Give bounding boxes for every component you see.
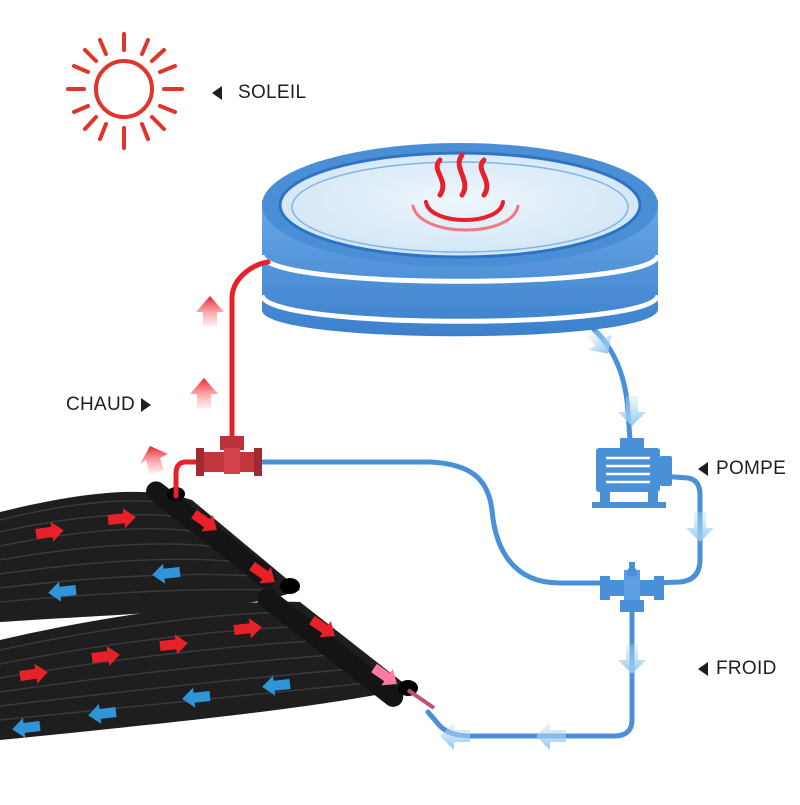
steam-icon bbox=[411, 152, 520, 232]
sun-icon bbox=[66, 32, 184, 150]
pointer-right-icon bbox=[141, 398, 152, 412]
solar-panel-upper bbox=[0, 481, 300, 622]
pump-icon bbox=[592, 438, 672, 508]
tee-valve-icon bbox=[196, 436, 262, 476]
hot-water-pipe bbox=[173, 259, 271, 499]
mixing-valve-icon bbox=[600, 562, 664, 612]
hot-label: CHAUD bbox=[66, 394, 152, 416]
cold-label-text: FROID bbox=[716, 658, 777, 679]
pump-label-text: POMPE bbox=[716, 458, 787, 479]
heat-rise-arrows bbox=[140, 296, 224, 474]
pointer-left-icon bbox=[212, 86, 222, 100]
flow-arrow-icon bbox=[440, 328, 714, 750]
sun-label: SOLEIL bbox=[212, 82, 306, 104]
cold-label: FROID bbox=[698, 658, 777, 680]
pump-label: POMPE bbox=[698, 458, 786, 480]
hot-label-text: CHAUD bbox=[66, 394, 136, 415]
sun-label-text: SOLEIL bbox=[238, 82, 307, 103]
pointer-left-icon bbox=[698, 462, 708, 476]
pool bbox=[259, 143, 661, 337]
solar-panel-lower bbox=[0, 588, 436, 740]
pointer-left-icon bbox=[698, 662, 708, 676]
